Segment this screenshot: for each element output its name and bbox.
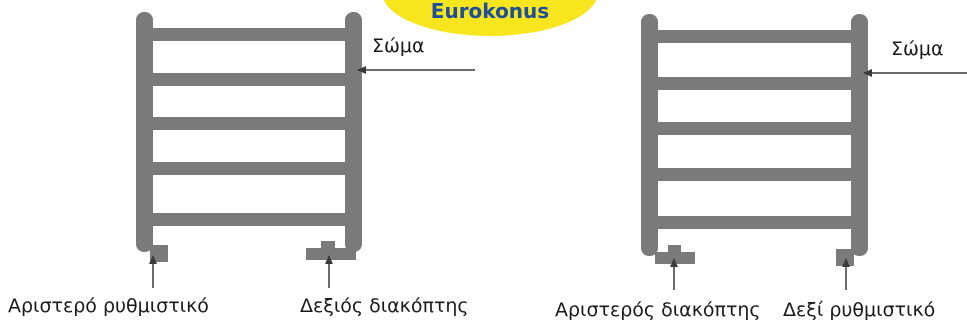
- right-radiator-valve-knob: [668, 245, 681, 254]
- right-radiator-bar-2: [641, 77, 868, 90]
- badge-text: Eurokonus: [431, 0, 549, 23]
- left-body-label: Σώμα: [372, 35, 425, 57]
- left-radiator-bar-5: [136, 213, 362, 226]
- right-radiator: [641, 14, 868, 266]
- left-radiator-valve-knob: [321, 241, 335, 250]
- right-body-label: Σώμα: [891, 38, 944, 60]
- left-radiator-bar-4: [136, 162, 362, 175]
- right-bottom-right-label: Δεξί ρυθμιστικό: [783, 299, 935, 321]
- right-radiator-regulator: [836, 249, 854, 266]
- badge-ellipse: [383, 0, 597, 36]
- left-bottom-left-label: Αριστερό ρυθμιστικό: [8, 295, 209, 317]
- right-radiator-bar-4: [641, 168, 868, 181]
- right-bottom-left-label: Αριστερός διακόπτης: [555, 299, 761, 321]
- left-radiator-left-rail: [136, 12, 153, 252]
- right-radiator-bar-5: [641, 216, 868, 229]
- left-radiator-bar-3: [136, 117, 362, 130]
- left-radiator-bar-1: [136, 28, 362, 41]
- eurokonus-badge: Eurokonus: [383, 0, 597, 36]
- left-radiator-bar-2: [136, 73, 362, 86]
- right-radiator-bar-1: [641, 30, 868, 43]
- left-radiator: [136, 12, 362, 262]
- left-bottom-right-label: Δεξιός διακόπτης: [300, 295, 469, 317]
- left-radiator-valve-pipe: [306, 248, 356, 260]
- right-radiator-bar-3: [641, 122, 868, 135]
